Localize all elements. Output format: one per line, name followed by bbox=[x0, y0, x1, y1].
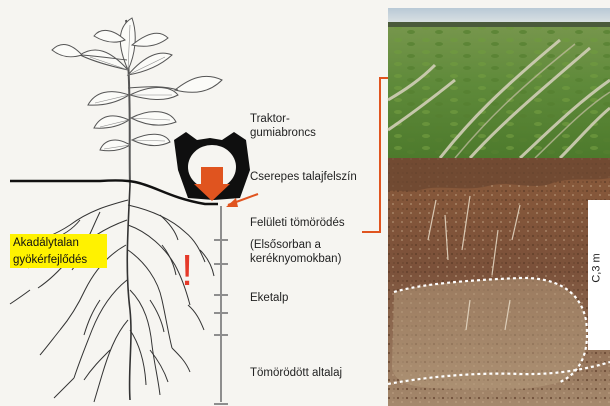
label-plough-pan: Eketalp bbox=[250, 291, 288, 305]
label-tire-line1: Traktor- bbox=[250, 112, 316, 126]
soil-profile-photo bbox=[388, 158, 610, 406]
label-tire-line2: gumiabroncs bbox=[250, 126, 316, 140]
arrowhead-surface bbox=[226, 198, 238, 207]
label-compaction-note-line1: (Elsősorban a bbox=[250, 238, 341, 252]
connector-arrows bbox=[228, 78, 398, 232]
depth-scale bbox=[214, 206, 228, 404]
depth-label: C,3 m bbox=[594, 250, 608, 290]
label-compaction-note-line2: keréknyomokban) bbox=[250, 252, 341, 266]
label-surface-compaction: Felületi tömörödés bbox=[250, 216, 345, 230]
root-development-highlight: Akadálytalan gyökérfejlődés bbox=[10, 234, 107, 268]
exclamation-mark: ! bbox=[181, 248, 193, 294]
root-development-line2: gyökérfejlődés bbox=[10, 251, 107, 268]
label-crusted-surface: Cserepes talajfelszín bbox=[250, 170, 357, 184]
label-compacted-subsoil: Tömörödött altalaj bbox=[250, 366, 342, 380]
label-compaction-note: (Elsősorban a keréknyomokban) bbox=[250, 238, 341, 266]
depth-label-text: C,3 m bbox=[591, 253, 603, 282]
root-development-line1: Akadálytalan bbox=[10, 234, 107, 251]
field-photo bbox=[388, 8, 610, 158]
label-tire: Traktor- gumiabroncs bbox=[250, 112, 316, 140]
